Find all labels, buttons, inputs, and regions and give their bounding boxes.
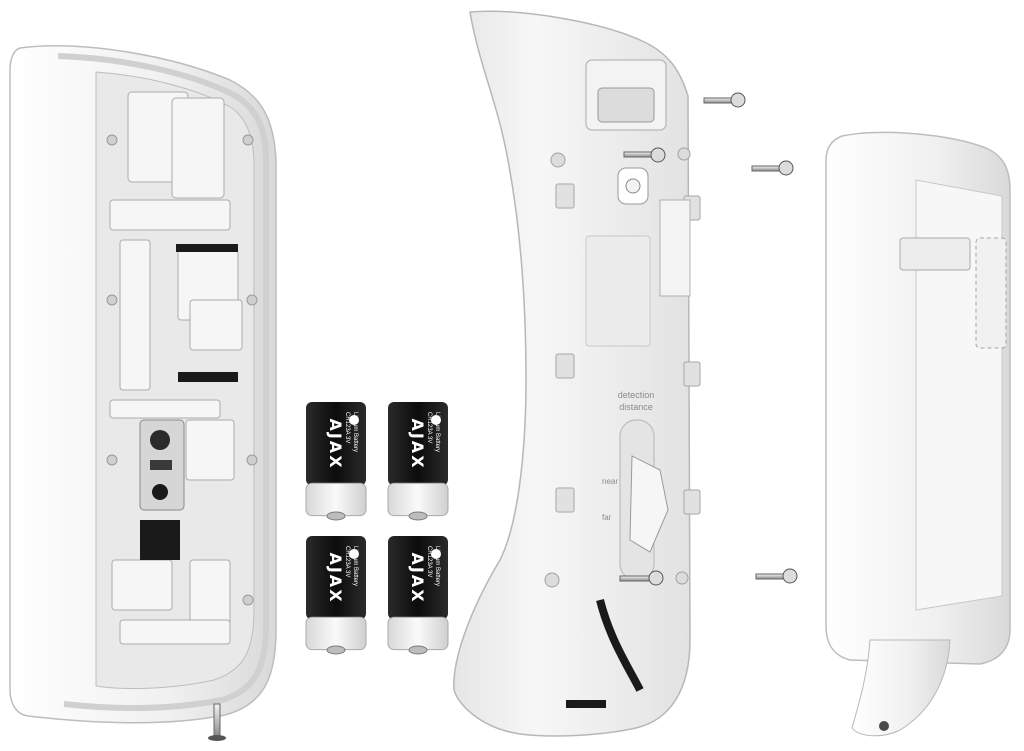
battery-type: Lithium Battery — [434, 546, 440, 586]
battery-cap — [305, 616, 367, 651]
battery-spec: CR123A 3V — [426, 546, 432, 577]
screw-floating-2 — [751, 160, 794, 176]
battery-spec: CR123A 3V — [426, 412, 432, 443]
near-label: near — [602, 477, 618, 486]
battery-cap — [305, 482, 367, 517]
battery-brand: AJAX — [326, 552, 345, 603]
circuit-board — [139, 419, 185, 511]
distance-label: distance — [619, 402, 653, 412]
battery-terminal — [326, 645, 346, 655]
battery-cap — [387, 482, 449, 517]
front-housing — [9, 45, 277, 724]
battery-type: Lithium Battery — [352, 546, 358, 586]
plus-icon — [431, 415, 441, 425]
bottom-screw — [208, 703, 226, 741]
plus-icon — [349, 415, 359, 425]
battery-brand: AJAX — [326, 418, 345, 469]
battery-terminal — [408, 511, 428, 521]
plus-icon — [431, 549, 441, 559]
battery-brand: AJAX — [408, 552, 427, 603]
plus-icon — [349, 549, 359, 559]
mounting-plate: detection distance near far — [453, 10, 701, 737]
battery-type: Lithium Battery — [352, 412, 358, 452]
battery-terminal — [408, 645, 428, 655]
screw-plate-top — [623, 147, 666, 163]
battery-brand: AJAX — [408, 418, 427, 469]
back-bracket — [825, 131, 1011, 737]
detection-label: detection — [618, 390, 655, 400]
screw-plate-bottom — [619, 570, 664, 586]
far-label: far — [602, 513, 612, 522]
battery-cap — [387, 616, 449, 651]
screw-floating-1 — [703, 92, 746, 108]
battery-type: Lithium Battery — [434, 412, 440, 452]
battery-spec: CR123A 3V — [344, 546, 350, 577]
battery-spec: CR123A 3V — [344, 412, 350, 443]
battery-terminal — [326, 511, 346, 521]
screw-floating-3 — [755, 568, 798, 584]
